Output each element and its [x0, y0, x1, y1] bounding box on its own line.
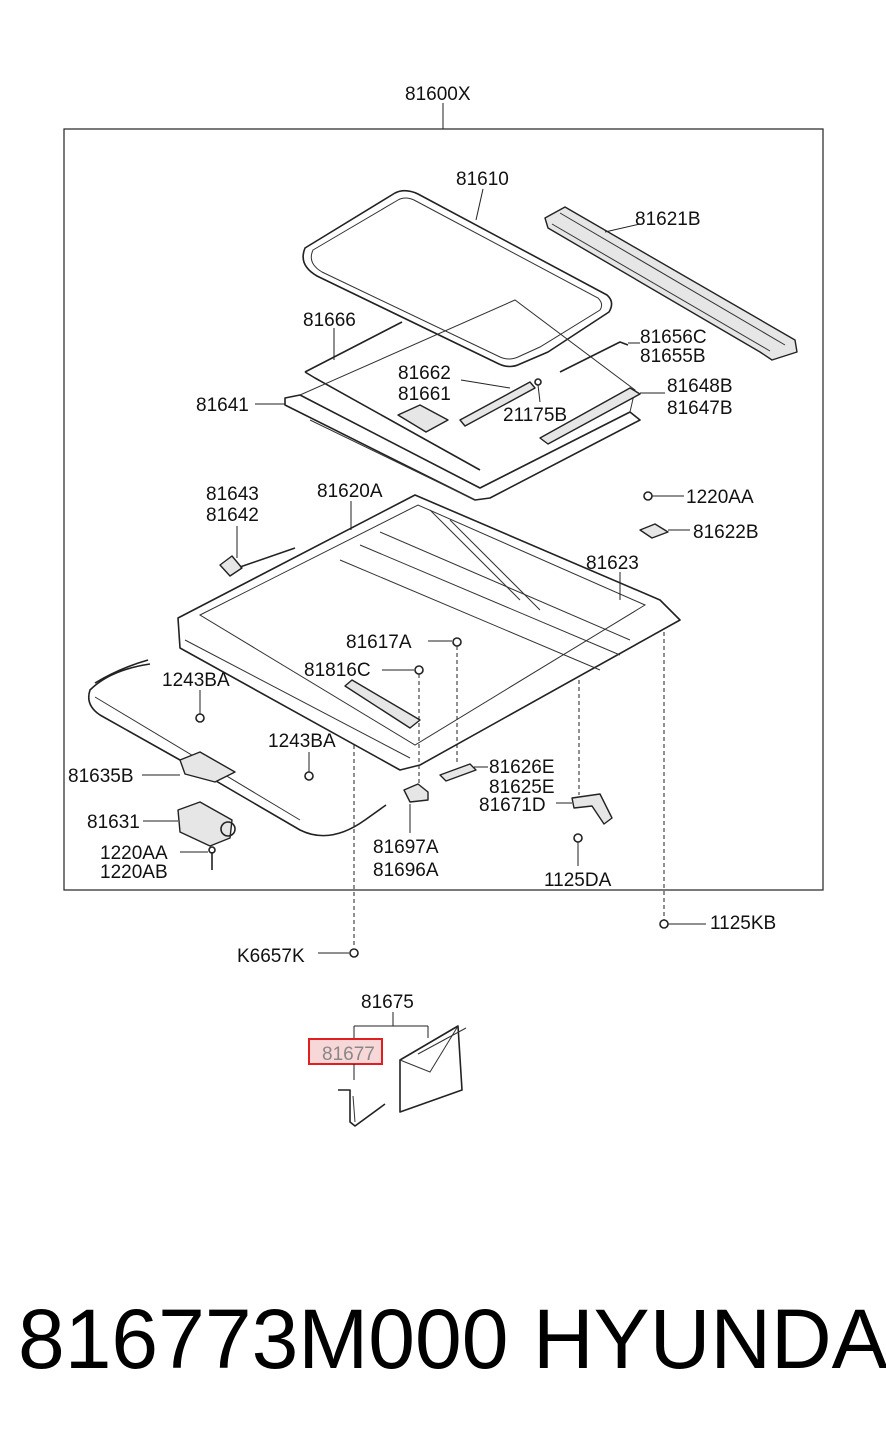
label-K6657K: K6657K: [237, 946, 305, 967]
bracket-81662-part: [459, 381, 536, 427]
label-1125KB: 1125KB: [710, 913, 776, 934]
deflector-part: [544, 206, 798, 361]
label-81666: 81666: [303, 310, 356, 331]
footer-part-number: 816773M000: [18, 1292, 508, 1386]
label-81622B: 81622B: [693, 522, 759, 543]
main-frame-part: [177, 494, 681, 771]
drive-cables-part: [87, 659, 387, 837]
bracket-81626E-part: [439, 763, 477, 782]
label-1243BA-left: 1243BA: [162, 670, 230, 691]
label-81648B: 81648B: [667, 376, 733, 397]
label-81623: 81623: [586, 553, 639, 574]
label-81677: 81677: [322, 1044, 375, 1065]
label-1220AA-top: 1220AA: [686, 487, 754, 508]
motor-part: [177, 801, 236, 847]
motor-bracket-part: [179, 751, 236, 783]
label-81696A: 81696A: [373, 860, 439, 881]
label-81610: 81610: [456, 169, 509, 190]
label-81642: 81642: [206, 505, 259, 526]
label-81635B: 81635B: [68, 766, 134, 787]
label-81631: 81631: [87, 812, 140, 833]
highlight-box-81677: [308, 1038, 383, 1065]
label-81626E: 81626E: [489, 757, 555, 778]
drain-hose-part: [219, 547, 296, 577]
label-81621B: 81621B: [635, 209, 701, 230]
label-1243BA-mid: 1243BA: [268, 731, 336, 752]
label-81625E: 81625E: [489, 777, 555, 798]
label-1220AA-bottom: 1220AA: [100, 843, 168, 864]
wrench-81677-part: [338, 1089, 386, 1127]
label-81617A: 81617A: [346, 632, 412, 653]
bracket-81671D-part: [571, 793, 613, 825]
label-81655B: 81655B: [640, 346, 706, 367]
label-81647B: 81647B: [667, 398, 733, 419]
cable-81656C-part: [559, 341, 629, 373]
label-21175B: 21175B: [503, 405, 567, 426]
bracket-81622B-part: [639, 523, 669, 539]
label-81656C: 81656C: [640, 327, 707, 348]
label-81816C: 81816C: [304, 660, 371, 681]
label-81641: 81641: [196, 395, 249, 416]
shade-frame-part: [284, 299, 641, 501]
label-81697A: 81697A: [373, 837, 439, 858]
clip-81697A-part: [403, 783, 429, 803]
label-1125DA: 1125DA: [544, 870, 612, 891]
sunshade-part: [304, 321, 481, 471]
glass-seal-part: [302, 189, 613, 368]
label-1220AB: 1220AB: [100, 862, 168, 883]
manual-pouch-part: [399, 1025, 467, 1113]
label-81643: 81643: [206, 484, 259, 505]
rail-81648B-part: [539, 387, 641, 445]
footer-brand: HYUNDAI: [533, 1292, 886, 1386]
label-81675: 81675: [361, 992, 414, 1013]
assembly-label: 81600X: [405, 84, 471, 105]
label-81662: 81662: [398, 363, 451, 384]
label-81661: 81661: [398, 384, 451, 405]
label-81620A: 81620A: [317, 481, 383, 502]
label-81671D: 81671D: [479, 795, 546, 816]
